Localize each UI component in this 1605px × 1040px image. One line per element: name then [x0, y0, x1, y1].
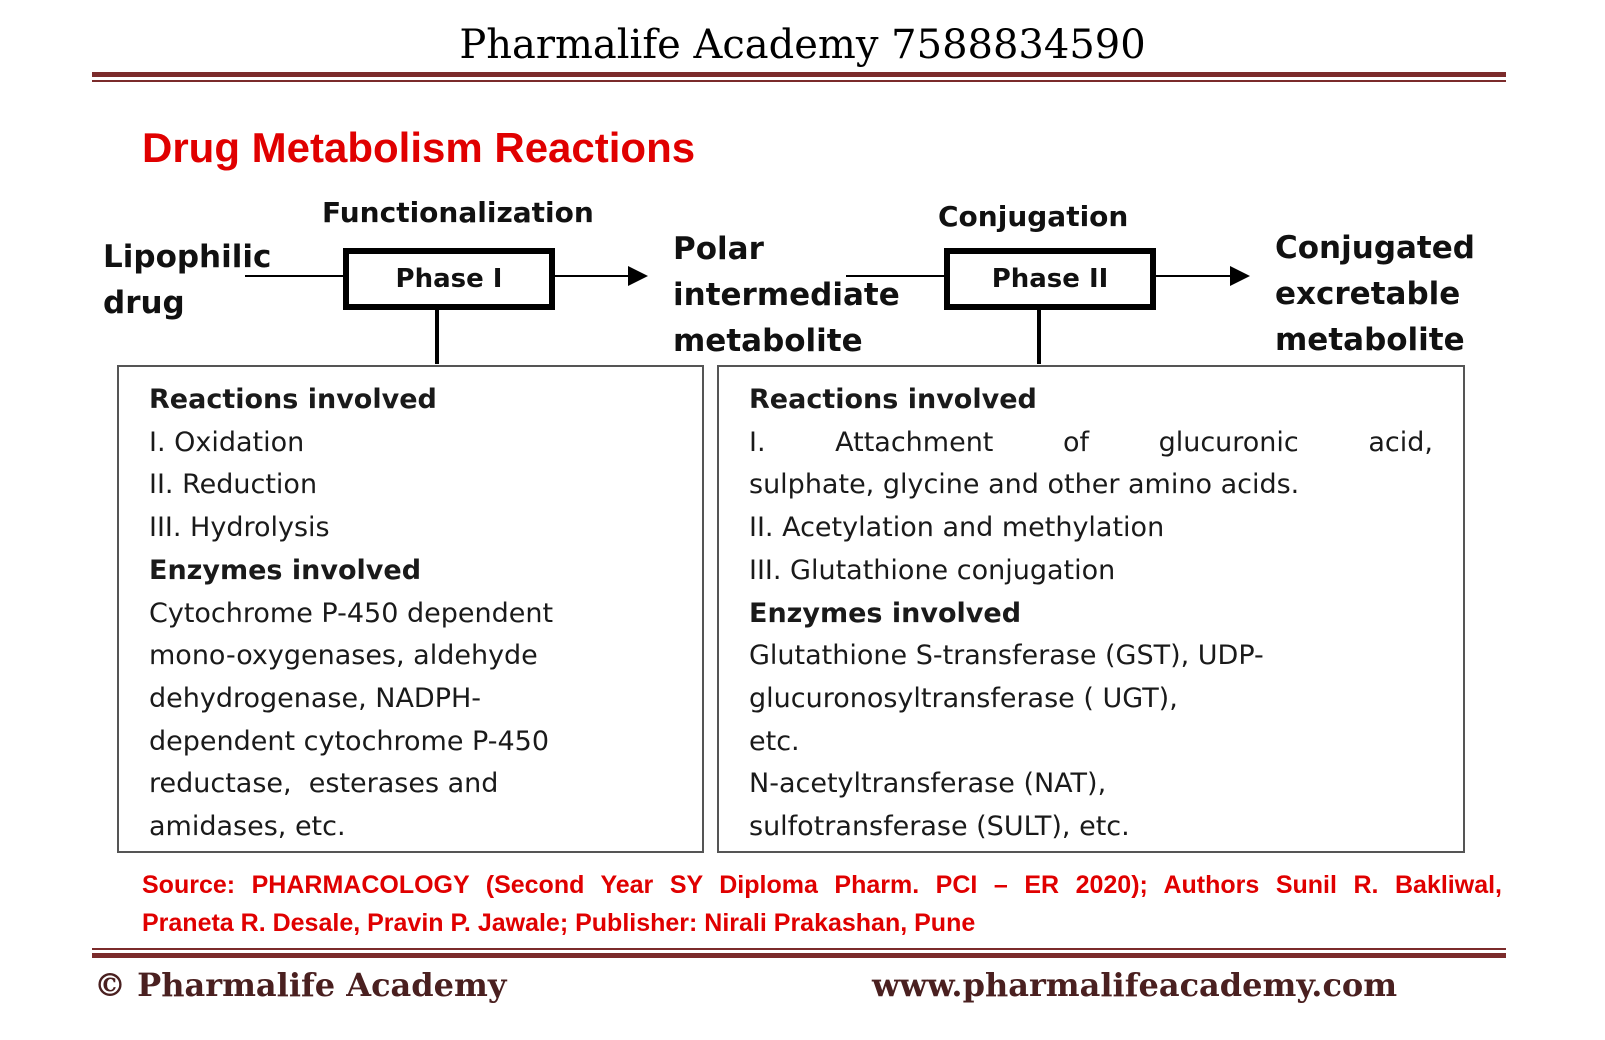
- phase1-reaction-item: I. Oxidation: [149, 426, 305, 458]
- header-rule-thick: [92, 72, 1506, 77]
- phase1-enzyme-line: dependent cytochrome P-450: [149, 725, 550, 757]
- phase1-reactions-heading: Reactions involved: [149, 384, 437, 415]
- phase1-enzyme-line: mono-oxygenases, aldehyde: [149, 640, 538, 672]
- intermediate-label-line: Polar: [673, 231, 764, 267]
- footer-copyright: © Pharmalife Academy: [94, 966, 507, 1004]
- phase1-reaction-item: II. Reduction: [149, 469, 318, 501]
- source-citation: Source: PHARMACOLOGY (Second Year SY Dip…: [142, 866, 1502, 942]
- phase1-enzymes-heading: Enzymes involved: [149, 554, 422, 586]
- phase2-enzymes-heading: Enzymes involved: [749, 597, 1022, 629]
- intermediate-label: Polar intermediate metabolite: [673, 226, 900, 364]
- phase1-enzyme-line: amidases, etc.: [149, 811, 346, 843]
- output-label-line: Conjugated: [1275, 230, 1475, 266]
- phase2-box: Phase II: [944, 248, 1156, 310]
- phase2-reaction-item: III. Glutathione conjugation: [749, 554, 1116, 586]
- footer-rule-thick: [92, 953, 1506, 958]
- phase2-reaction1-word: of: [1062, 426, 1089, 458]
- phase2-reaction-item: I. Attachment of glucuronic acid,: [749, 422, 1433, 465]
- phase2-enzyme-line: glucuronosyltransferase ( UGT),: [749, 682, 1178, 714]
- document-title: Drug Metabolism Reactions: [142, 124, 696, 171]
- output-label-line: excretable: [1275, 276, 1461, 312]
- phase1-enzyme-line: Cytochrome P-450 dependent: [149, 597, 554, 629]
- phase2-enzyme-line: etc.: [749, 725, 800, 757]
- phase2-reaction1-word: glucuronic: [1158, 426, 1299, 458]
- phase2-reactions-heading: Reactions involved: [749, 384, 1037, 415]
- phase2-reaction1-word: Attachment: [835, 426, 994, 458]
- phase2-enzyme-line: N-acetyltransferase (NAT),: [749, 768, 1107, 800]
- phase1-label: Functionalization: [322, 196, 594, 229]
- input-label: Lipophilic drug: [103, 234, 271, 326]
- phase1-details-box: Reactions involved I. Oxidation II. Redu…: [117, 365, 704, 853]
- phase1-reaction-item: III. Hydrolysis: [149, 512, 330, 544]
- intermediate-label-line: intermediate: [673, 277, 900, 313]
- phase2-box-label: Phase II: [991, 264, 1109, 294]
- phase2-reaction1-word: acid,: [1368, 426, 1433, 458]
- source-line: Praneta R. Desale, Pravin P. Jawale; Pub…: [142, 909, 976, 937]
- phase2-reaction1-word: I.: [749, 426, 766, 458]
- header-title: Pharmalife Academy 7588834590: [459, 22, 1146, 68]
- phase1-box: Phase I: [343, 248, 555, 310]
- source-line: Source: PHARMACOLOGY (Second Year SY Dip…: [142, 871, 1502, 899]
- phase2-enzyme-line: sulfotransferase (SULT), etc.: [749, 811, 1130, 843]
- phase1-enzyme-line: reductase, esterases and: [149, 768, 499, 800]
- phase2-reaction-item: II. Acetylation and methylation: [749, 512, 1165, 544]
- input-label-line: drug: [103, 285, 185, 321]
- input-label-line: Lipophilic: [103, 239, 272, 275]
- phase1-box-label: Phase I: [395, 264, 503, 294]
- intermediate-label-line: metabolite: [673, 323, 863, 359]
- footer-rule-thin: [92, 948, 1506, 950]
- phase2-enzyme-line: Glutathione S-transferase (GST), UDP-: [749, 640, 1264, 672]
- footer-website-link[interactable]: www.pharmalifeacademy.com: [872, 966, 1398, 1004]
- header-rule-thin: [92, 80, 1506, 82]
- output-label-line: metabolite: [1275, 322, 1465, 358]
- phase2-details-box: Reactions involved I. Attachment of gluc…: [717, 365, 1465, 853]
- phase2-label: Conjugation: [938, 200, 1129, 233]
- phase1-enzyme-line: dehydrogenase, NADPH-: [149, 682, 482, 714]
- phase2-reaction-item: sulphate, glycine and other amino acids.: [749, 469, 1300, 501]
- output-label: Conjugated excretable metabolite: [1275, 225, 1475, 363]
